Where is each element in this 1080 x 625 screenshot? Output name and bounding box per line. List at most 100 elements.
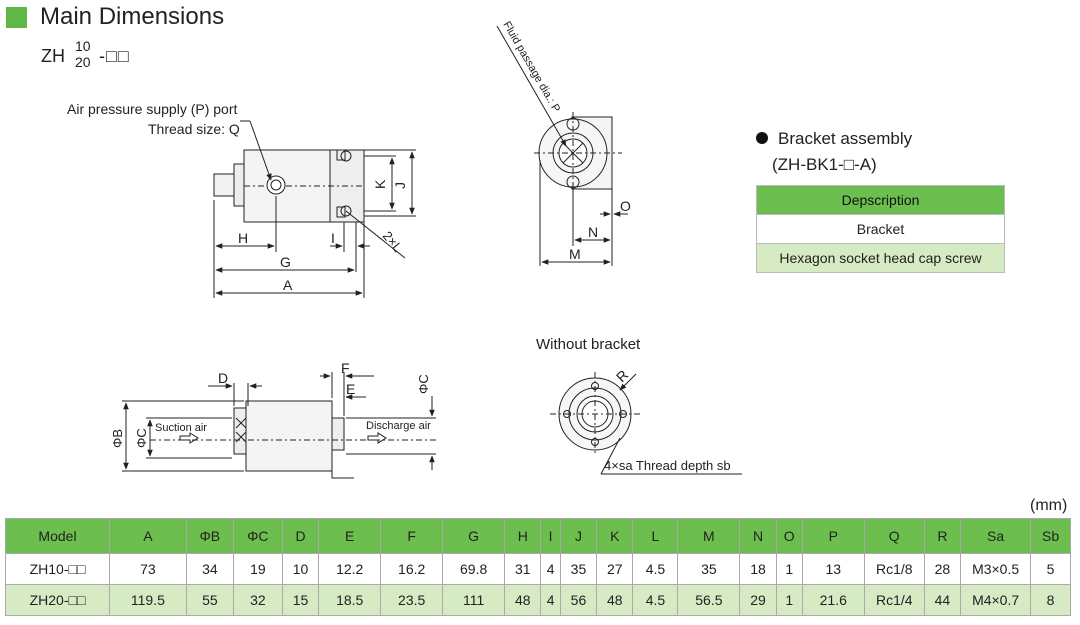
technical-drawing: Air pressure supply (P) port Thread size… <box>67 20 742 479</box>
table-cell: 4.5 <box>632 553 679 585</box>
table-header-cell: ΦB <box>185 518 234 554</box>
side-view <box>213 120 416 298</box>
bracket-assembly: Bracket assembly (ZH-BK1-□-A) <box>756 129 912 175</box>
table-cell: 48 <box>504 584 542 616</box>
end-view-bracket <box>496 25 628 266</box>
table-cell: 18 <box>739 553 777 585</box>
table-cell: 34 <box>185 553 234 585</box>
table-cell: 10 <box>281 553 320 585</box>
table-header-cell: E <box>318 518 382 554</box>
table-cell: 1 <box>775 584 803 616</box>
label-thread-depth: 4×sa Thread depth sb <box>604 458 731 473</box>
table-header-cell: J <box>559 518 598 554</box>
dim-r: R <box>613 367 631 385</box>
table-cell: 56 <box>559 584 598 616</box>
dim-a: A <box>283 277 293 293</box>
table-header-cell: A <box>109 518 187 554</box>
page-title: Main Dimensions <box>40 3 225 30</box>
table-header-cell: Q <box>863 518 925 554</box>
table-header-cell: F <box>380 518 444 554</box>
table-header-cell: D <box>281 518 320 554</box>
bracket-table: Depscription Bracket Hexagon socket head… <box>756 185 1005 273</box>
table-cell: 29 <box>739 584 777 616</box>
bullet-icon <box>756 132 768 144</box>
dim-i: I <box>331 230 335 246</box>
bracket-code: (ZH-BK1-□-A) <box>772 155 877 174</box>
label-without-bracket: Without bracket <box>536 336 641 353</box>
table-cell: 44 <box>923 584 962 616</box>
model-sub: 20 <box>75 54 91 70</box>
table-header-cell: Sb <box>1030 518 1071 554</box>
table-header-cell: O <box>775 518 803 554</box>
table-cell: Rc1/8 <box>863 553 925 585</box>
table-header-cell: H <box>504 518 542 554</box>
table-cell: 15 <box>281 584 320 616</box>
table-header-cell: ΦC <box>232 518 283 554</box>
dim-k: K <box>372 179 388 189</box>
table-cell: 4 <box>540 553 561 585</box>
table-cell: 8 <box>1030 584 1071 616</box>
table-header-cell: P <box>801 518 865 554</box>
table-cell: 35 <box>677 553 741 585</box>
end-view-plain <box>550 372 742 475</box>
table-cell: ZH10-□□ <box>5 553 110 585</box>
table-header-cell: M <box>677 518 741 554</box>
table-cell: 12.2 <box>318 553 382 585</box>
dim-f: F <box>341 360 350 376</box>
table-cell: 1 <box>775 553 803 585</box>
table-header-cell: K <box>596 518 634 554</box>
table-header-cell: G <box>442 518 506 554</box>
model-suffix: -□□ <box>99 46 130 66</box>
table-cell: 4.5 <box>632 584 679 616</box>
table-header-cell: Sa <box>960 518 1032 554</box>
table-cell: 73 <box>109 553 187 585</box>
bracket-row: Bracket <box>756 214 1005 244</box>
dim-j: J <box>392 182 408 189</box>
label-air-supply: Air pressure supply (P) port <box>67 101 238 117</box>
bracket-row: Hexagon socket head cap screw <box>756 243 1005 273</box>
table-header-cell: N <box>739 518 777 554</box>
table-cell: 56.5 <box>677 584 741 616</box>
label-discharge-air: Discharge air <box>366 420 431 432</box>
table-cell: 19 <box>232 553 283 585</box>
units-label: (mm) <box>1030 497 1068 514</box>
table-cell: 119.5 <box>109 584 187 616</box>
model-prefix: ZH <box>41 46 65 66</box>
table-cell: 13 <box>801 553 865 585</box>
label-thread-size: Thread size: Q <box>148 121 240 137</box>
table-header-cell: Model <box>5 518 110 554</box>
dim-h: H <box>238 230 248 246</box>
table-cell: 21.6 <box>801 584 865 616</box>
table-cell: Rc1/4 <box>863 584 925 616</box>
table-cell: 55 <box>185 584 234 616</box>
dim-phi-c-right: ΦC <box>416 374 431 394</box>
dim-d: D <box>218 370 228 386</box>
table-cell: 32 <box>232 584 283 616</box>
bracket-title: Bracket assembly <box>756 129 912 149</box>
table-cell: 31 <box>504 553 542 585</box>
dim-n: N <box>588 224 598 240</box>
table-cell: 111 <box>442 584 506 616</box>
section-marker <box>6 7 27 28</box>
table-cell: M3×0.5 <box>960 553 1032 585</box>
table-cell: ZH20-□□ <box>5 584 110 616</box>
table-header-cell: L <box>632 518 679 554</box>
table-cell: 35 <box>559 553 598 585</box>
dim-e: E <box>346 381 355 397</box>
model-sup: 10 <box>75 38 91 54</box>
dim-2xl: 2×L <box>380 228 406 255</box>
table-cell: 23.5 <box>380 584 444 616</box>
table-cell: 5 <box>1030 553 1071 585</box>
table-cell: 48 <box>596 584 634 616</box>
dim-g: G <box>280 254 291 270</box>
table-header-cell: R <box>923 518 962 554</box>
dim-phi-c-left: ΦC <box>134 428 149 448</box>
table-cell: 28 <box>923 553 962 585</box>
table-header-cell: I <box>540 518 561 554</box>
table-cell: 18.5 <box>318 584 382 616</box>
table-cell: M4×0.7 <box>960 584 1032 616</box>
table-cell: 69.8 <box>442 553 506 585</box>
